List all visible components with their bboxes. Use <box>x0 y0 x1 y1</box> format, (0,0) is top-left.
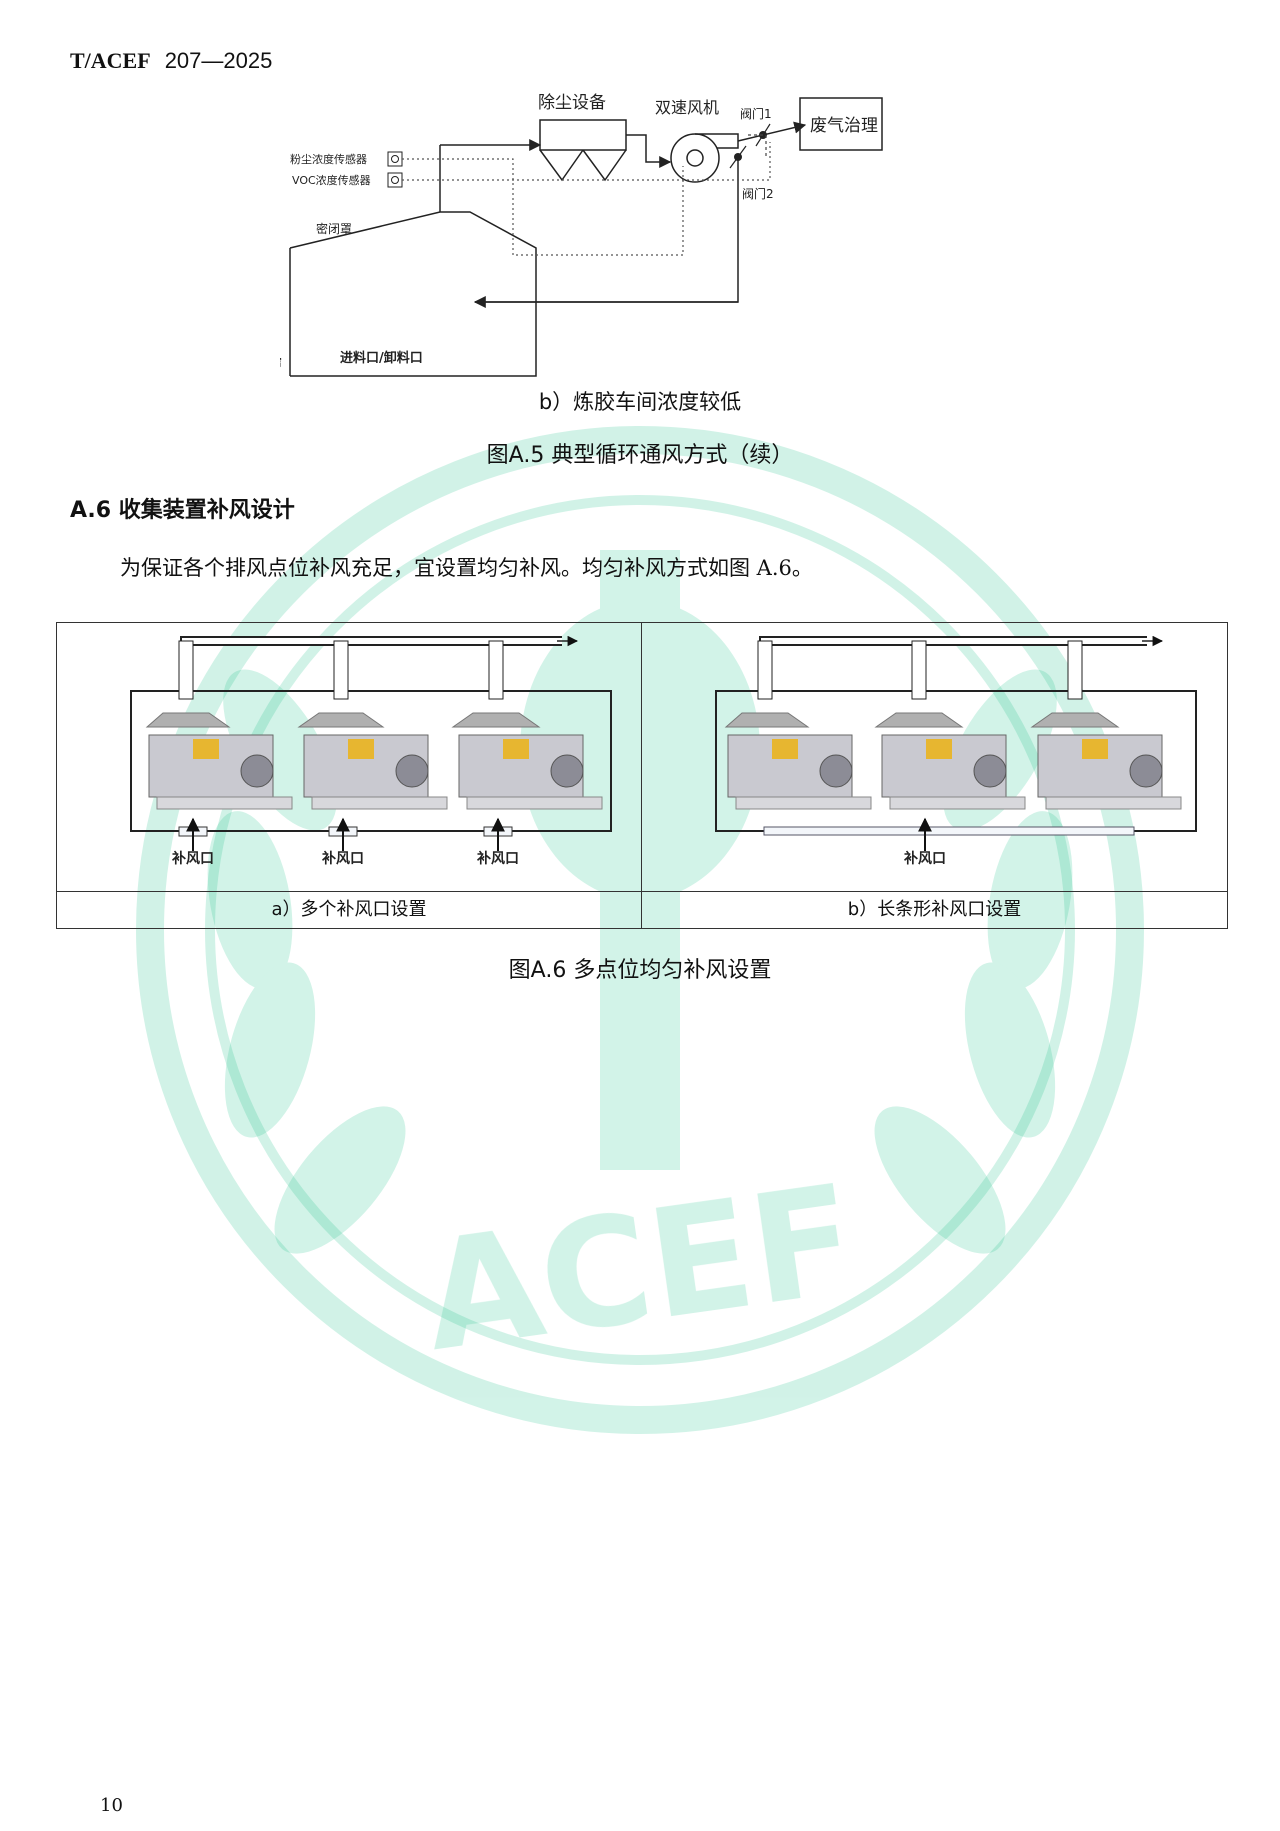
page-number: 10 <box>100 1795 123 1816</box>
document-code: T/ACEF 207—2025 <box>70 48 272 74</box>
figure-a5-diagram: 除尘设备 双速风机 阀门1 阀门2 废气治理 VOC浓度传感器 粉尘浓度传感器 … <box>280 93 883 377</box>
panel-b-caption: b）长条形补风口设置 <box>847 899 1022 920</box>
machine-icon <box>881 734 1026 810</box>
figure-a5-caption: 图A.5 典型循环通风方式（续） <box>486 443 794 468</box>
label-enclosure: 密闭罩 <box>316 221 352 236</box>
dust-collector-icon <box>539 119 627 182</box>
hood-1 <box>145 640 231 728</box>
hood-3 <box>1030 640 1120 728</box>
dust-sensor-icon <box>387 151 403 167</box>
label-fan: 双速风机 <box>655 98 719 117</box>
hood-1 <box>724 640 810 728</box>
label-treatment: 废气治理 <box>810 116 878 136</box>
svg-text:ACEF: ACEF <box>414 1153 865 1385</box>
standard-code: T/ACEF <box>70 48 151 73</box>
machine-icon <box>148 734 293 810</box>
hood-2 <box>874 640 964 728</box>
machine-icon <box>458 734 603 810</box>
inlet-label-1: 补风口 <box>171 850 214 867</box>
panel-a-caption: a）多个补风口设置 <box>271 899 427 920</box>
standard-number: 207—2025 <box>164 48 273 73</box>
figure-a6-panel-b: 补风口 <box>715 635 1197 867</box>
inlet-label-2: 补风口 <box>321 850 364 867</box>
machine-icon <box>727 734 872 810</box>
machine-icon <box>303 734 448 810</box>
label-voc-sensor: VOC浓度传感器 <box>292 173 371 187</box>
enclosure-shape <box>289 211 537 377</box>
treatment-box <box>799 97 883 151</box>
label-dust-equipment: 除尘设备 <box>538 93 606 113</box>
machine-icon <box>1037 734 1182 810</box>
label-curtain: 软帘 <box>280 355 282 370</box>
label-port: 进料口/卸料口 <box>340 350 423 366</box>
label-valve-2: 阀门2 <box>742 186 774 201</box>
section-paragraph: 为保证各个排风点位补风充足，宜设置均匀补风。均匀补风方式如图 A.6。 <box>120 556 813 580</box>
figure-a6-caption: 图A.6 多点位均匀补风设置 <box>508 958 772 983</box>
label-valve-1: 阀门1 <box>740 106 772 121</box>
fan-icon <box>670 133 739 183</box>
hood-3 <box>451 640 541 728</box>
figure-a6-panel-a: 补风口 补风口 补风口 <box>130 635 612 867</box>
acef-watermark-logo: ACEF <box>136 426 1144 1434</box>
long-inlet-slot <box>763 826 1135 836</box>
label-dust-sensor: 粉尘浓度传感器 <box>290 152 367 166</box>
figure-a5-subcaption: b）炼胶车间浓度较低 <box>538 390 742 414</box>
section-heading: A.6 收集装置补风设计 <box>70 498 295 523</box>
inlet-label-long: 补风口 <box>903 850 946 867</box>
inlet-label-3: 补风口 <box>476 850 519 867</box>
figure-a6-table: 补风口 补风口 补风口 <box>56 622 1228 929</box>
hood-2 <box>297 640 385 728</box>
voc-sensor-icon <box>387 172 403 188</box>
